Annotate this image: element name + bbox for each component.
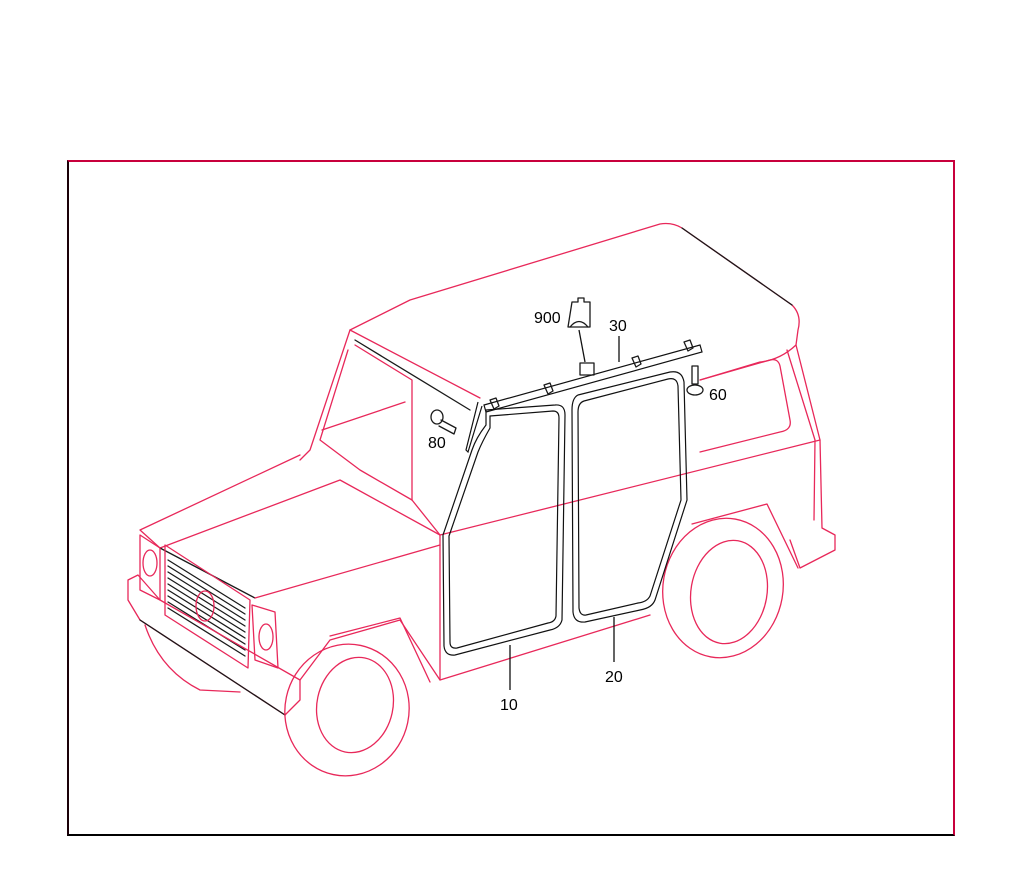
callout-60: 60 [709, 387, 727, 404]
connector-icon [579, 362, 595, 376]
diagram-frame [67, 160, 955, 836]
connector-symbol-icon [567, 297, 591, 328]
bolt-icon [430, 409, 457, 435]
screw-icon [686, 365, 704, 396]
callout-30: 30 [609, 318, 627, 335]
callout-900: 900 [534, 310, 561, 327]
callout-80: 80 [428, 435, 446, 452]
callout-20: 20 [605, 669, 623, 686]
emblem-icon [195, 590, 215, 622]
callout-10: 10 [500, 697, 518, 714]
